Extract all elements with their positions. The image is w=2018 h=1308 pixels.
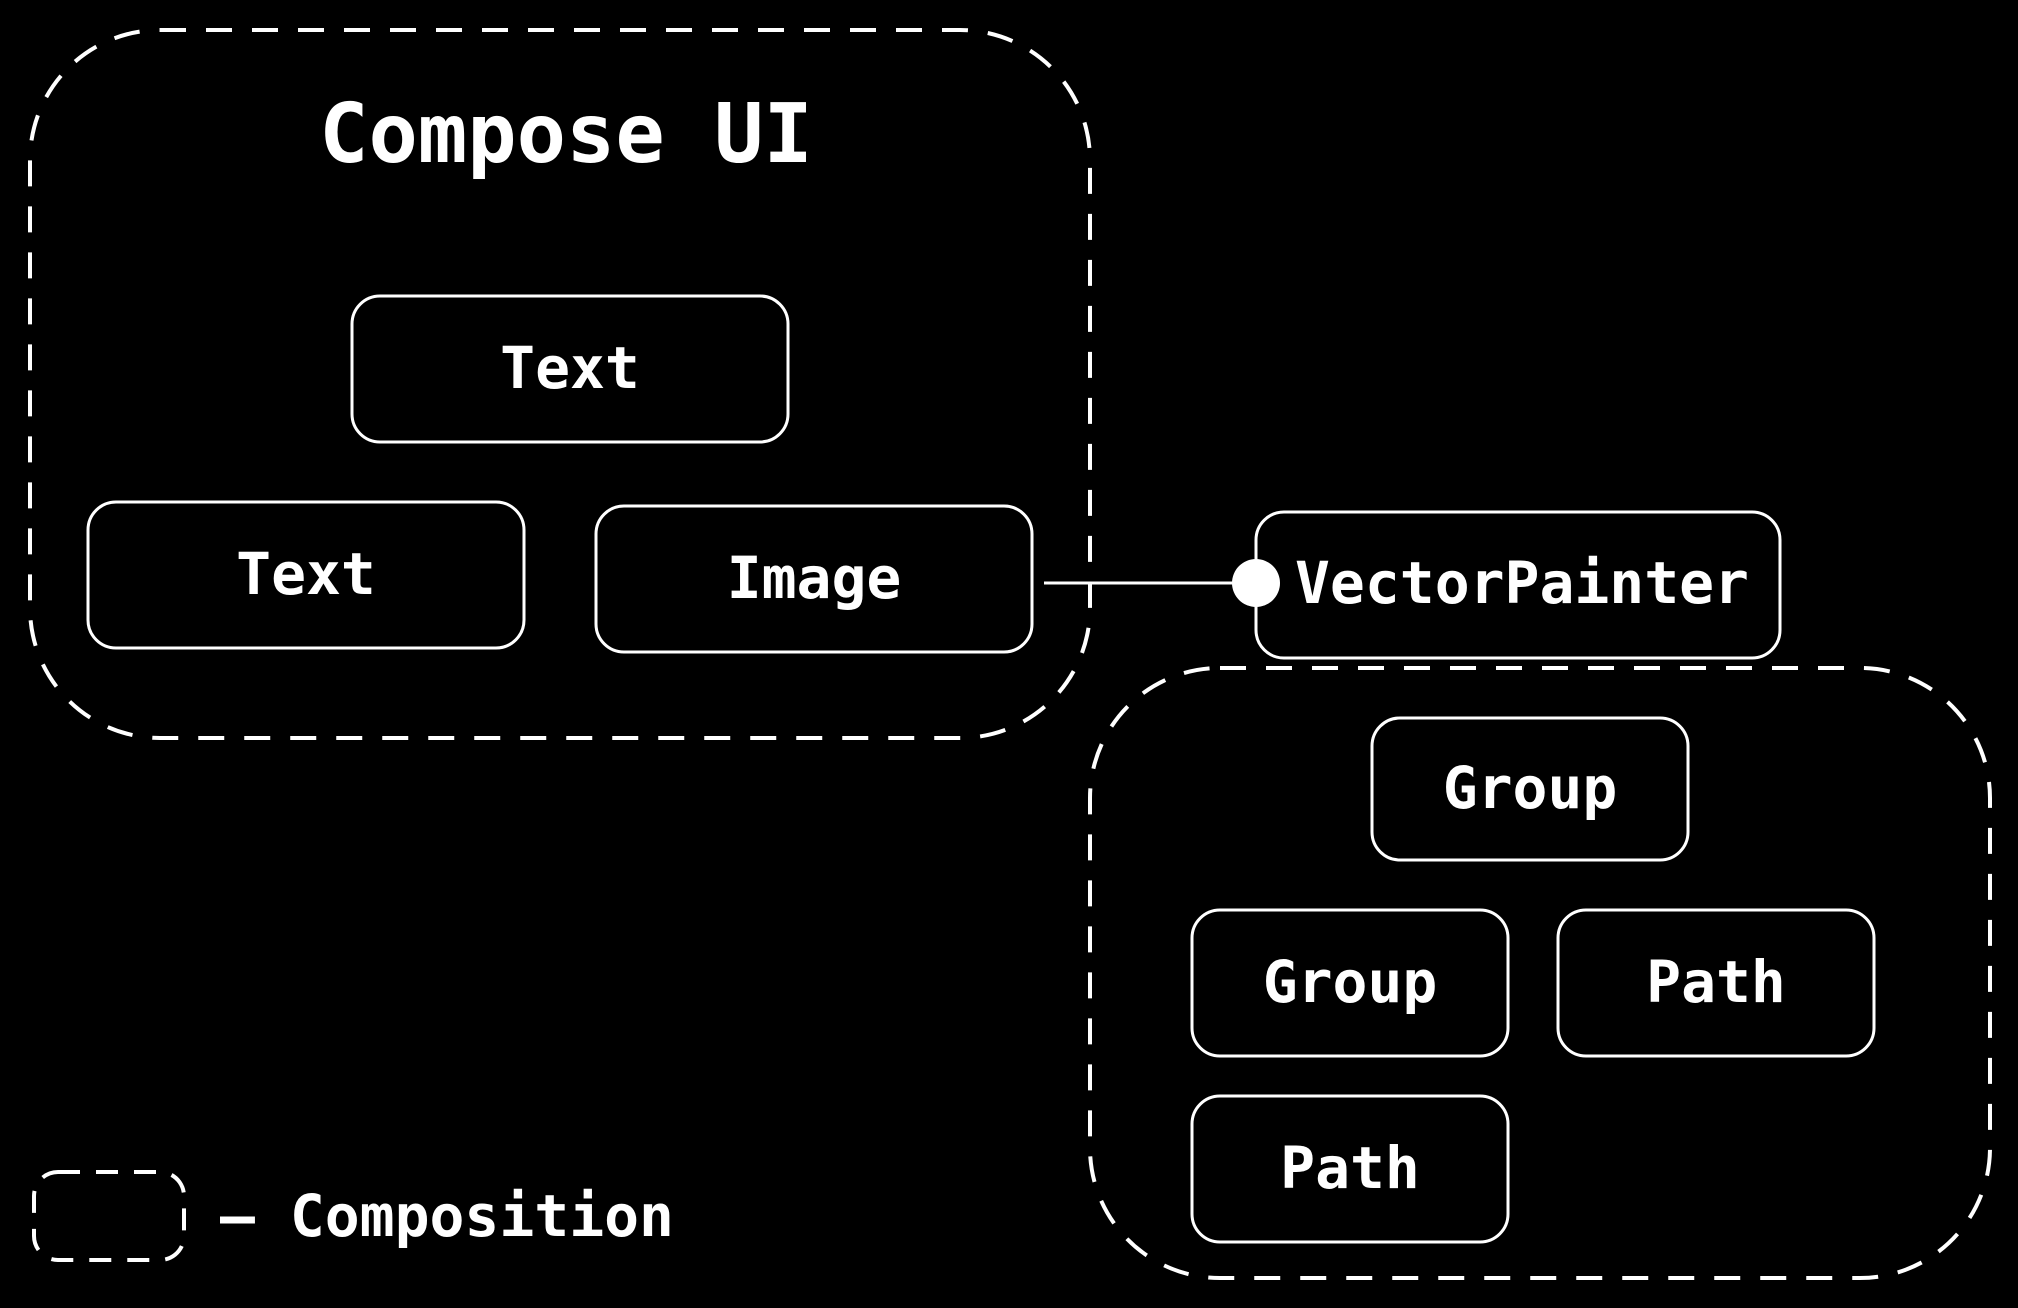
compose-node-text-root-label: Text <box>500 334 640 402</box>
vector-node-path-grandchild-label: Path <box>1280 1134 1420 1202</box>
compose-node-text-left-label: Text <box>236 540 376 608</box>
vector-node-path-child <box>1556 908 1876 1058</box>
vector-node-group-root-label: Group <box>1443 754 1618 822</box>
vector-node-path-grandchild <box>1190 1094 1510 1244</box>
legend-composition-swatch <box>32 1170 186 1262</box>
vector-node-path-child-label: Path <box>1646 948 1786 1016</box>
compose-node-text-left <box>86 500 526 650</box>
vector-painter-label: VectorPainter <box>1295 549 1749 617</box>
vector-node-group-child-label: Group <box>1263 948 1438 1016</box>
vector-node-group-root <box>1370 716 1690 862</box>
compose-node-image <box>594 504 1034 654</box>
vector-painter-connector-dot <box>1232 559 1280 607</box>
compose-ui-title: Compose UI <box>319 87 813 182</box>
legend-composition-label: – Composition <box>220 1182 674 1250</box>
vector-composition-boundary <box>1088 666 1992 1280</box>
vector-node-group-child <box>1190 908 1510 1058</box>
compose-node-image-label: Image <box>727 544 902 612</box>
compose-node-text-root <box>350 294 790 444</box>
